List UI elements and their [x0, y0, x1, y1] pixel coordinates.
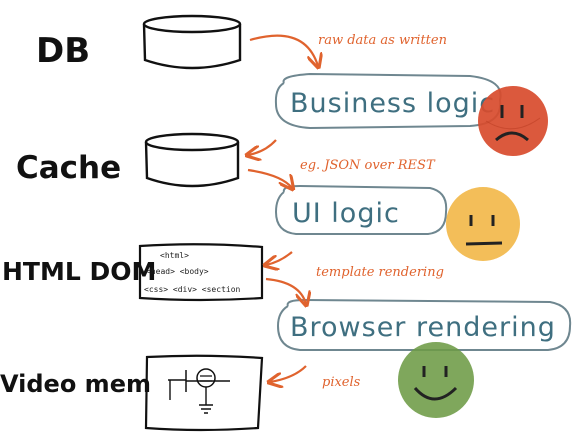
dom-line-3: <css> <div> <section [144, 285, 241, 294]
sad-face-icon [478, 86, 548, 156]
ui-logic-layer: UI logic [274, 184, 448, 235]
business-logic-label: Business logic [290, 88, 495, 119]
html-dom-box: <html> <head> <body> <css> <div> <sectio… [138, 243, 264, 302]
note-pixels: pixels [322, 375, 361, 390]
dom-line-1: <html> [160, 251, 189, 260]
dom-line-2: <head> <body> [146, 267, 209, 276]
label-cache: Cache [16, 150, 121, 186]
arrow-dom-to-browser [265, 277, 306, 304]
browser-rendering-layer: Browser rendering [276, 298, 572, 351]
ui-logic-label: UI logic [292, 198, 400, 229]
business-logic-layer: Business logic [274, 72, 502, 130]
video-mem-box [144, 354, 264, 432]
arrow-browser-to-video [270, 365, 307, 382]
arrow-business-to-cache [248, 139, 277, 155]
happy-face-icon [398, 342, 474, 418]
cache-cylinder-icon [144, 132, 240, 188]
flow-arrows [247, 34, 318, 382]
label-html-dom: HTML DOM [2, 257, 156, 286]
label-db: DB [36, 31, 90, 71]
note-raw-data: raw data as written [318, 33, 447, 48]
arrow-cache-to-ui [247, 168, 292, 188]
neutral-face-icon [446, 187, 520, 261]
arrow-db-to-business [249, 34, 318, 66]
browser-rendering-label: Browser rendering [290, 312, 556, 343]
note-template-rendering: template rendering [316, 265, 444, 280]
arrow-ui-to-dom [266, 251, 293, 265]
db-cylinder-icon [142, 14, 242, 70]
note-json-rest: eg. JSON over REST [300, 158, 436, 173]
label-video-mem: Video mem [0, 370, 151, 398]
